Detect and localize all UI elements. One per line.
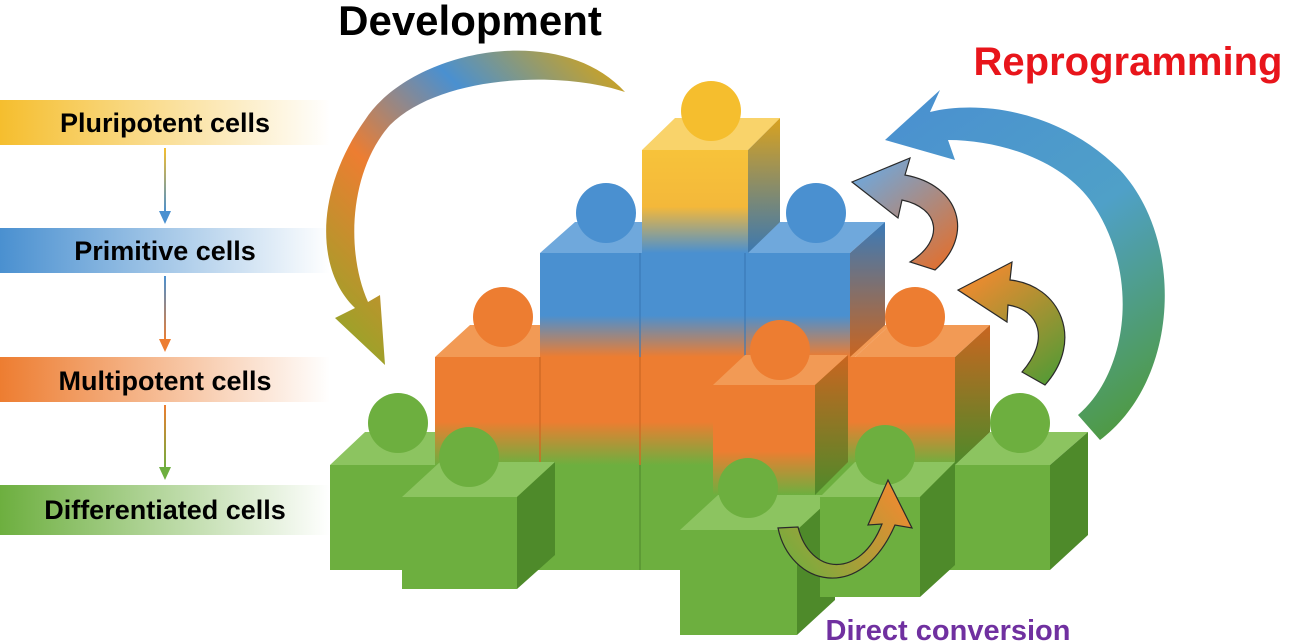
- cell-differentiated: [990, 393, 1050, 453]
- stage-label-primitive: Primitive cells: [74, 236, 256, 266]
- cell-differentiated: [439, 427, 499, 487]
- stage-band-primitive: [0, 228, 330, 273]
- cell-differentiated: [718, 458, 778, 518]
- cell-multipotent: [473, 287, 533, 347]
- cell-multipotent: [885, 287, 945, 347]
- cell-block-pyramid: [330, 81, 1088, 635]
- stage-label-multipotent: Multipotent cells: [58, 366, 271, 396]
- cell-multipotent: [750, 320, 810, 380]
- dedifferentiation-arrow-upper: [850, 156, 959, 271]
- cell-differentiated: [855, 425, 915, 485]
- stage-arrow-3: [159, 405, 171, 480]
- direct-conversion-arrow: [777, 478, 914, 579]
- yellow-top-block: [642, 118, 780, 253]
- stage-band-multipotent: [0, 357, 330, 402]
- stage-band-differentiated: [0, 485, 330, 535]
- stage-label-differentiated: Differentiated cells: [44, 495, 286, 525]
- reprogramming-arrow: [885, 90, 1165, 440]
- cell-primitive: [786, 183, 846, 243]
- stage-arrow-2: [159, 276, 171, 352]
- direct-conversion-label: Direct conversion: [826, 615, 1071, 643]
- development-title: Development: [338, 0, 602, 44]
- stage-label-pluripotent: Pluripotent cells: [60, 108, 270, 138]
- development-arrow: [326, 50, 625, 365]
- reprogramming-label: Reprogramming: [974, 40, 1283, 84]
- dedifferentiation-arrow-lower: [956, 260, 1066, 386]
- stage-legend: Pluripotent cells Primitive cells Multip…: [0, 100, 330, 535]
- stage-arrow-1: [159, 148, 171, 224]
- cell-primitive: [576, 183, 636, 243]
- stage-band-pluripotent: [0, 100, 330, 145]
- cell-pluripotent: [681, 81, 741, 141]
- cell-differentiated: [368, 393, 428, 453]
- cells: [368, 81, 1050, 518]
